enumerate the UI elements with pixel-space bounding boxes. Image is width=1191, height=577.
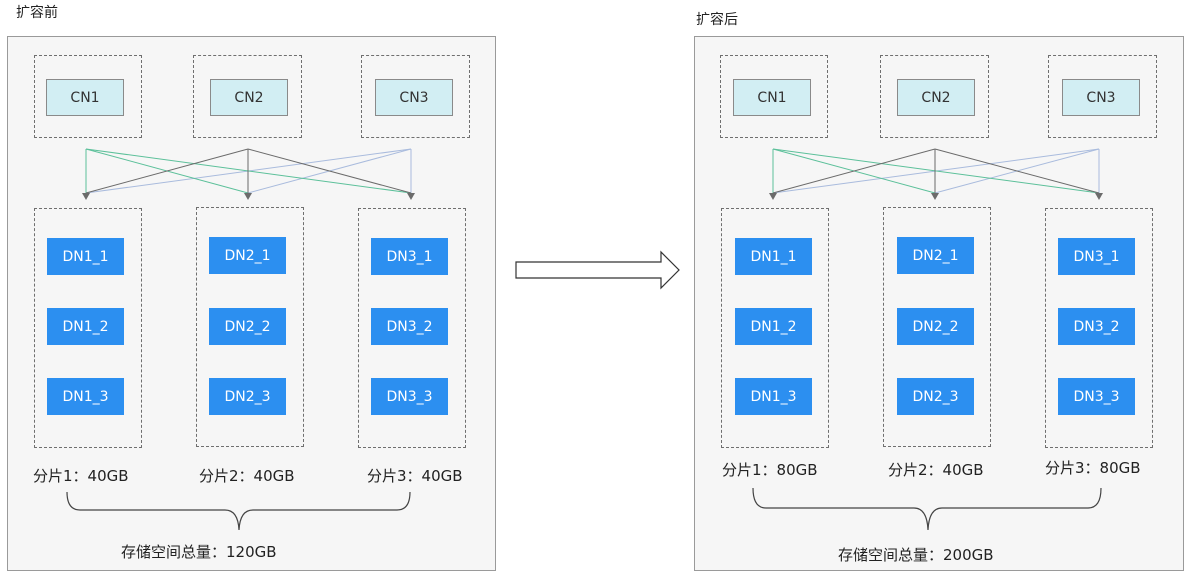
before-dn3-1: DN3_1 [371, 238, 448, 275]
before-dn1-1: DN1_1 [47, 238, 124, 275]
after-shard-2: 分片2：40GB [888, 461, 984, 479]
before-dn3-2: DN3_2 [371, 308, 448, 345]
before-dn2-1: DN2_1 [209, 237, 286, 274]
after-dn3-3: DN3_3 [1058, 378, 1135, 415]
before-brace [66, 491, 411, 531]
after-cn1: CN1 [733, 79, 811, 116]
after-total: 存储空间总量：200GB [838, 546, 994, 564]
after-dn3-1: DN3_1 [1058, 238, 1135, 275]
before-cn2: CN2 [210, 79, 288, 116]
before-dn2-3: DN2_3 [209, 378, 286, 415]
after-cn2-line-1 [772, 148, 936, 194]
before-cn1: CN1 [46, 79, 124, 116]
before-title: 扩容前 [16, 5, 58, 21]
after-shard-3: 分片3：80GB [1045, 459, 1141, 477]
before-dn1-3: DN1_3 [47, 378, 124, 415]
after-dn2-3: DN2_3 [897, 378, 974, 415]
after-dn-group-1 [721, 208, 829, 448]
before-arrowhead-2 [244, 193, 252, 200]
after-dn1-3: DN1_3 [735, 378, 812, 415]
after-cn2-line-3 [934, 148, 1100, 194]
after-dn2-2: DN2_2 [897, 308, 974, 345]
before-shard-2: 分片2：40GB [199, 467, 295, 485]
before-arrowhead-3 [407, 193, 415, 200]
after-arrowhead-2 [931, 193, 939, 200]
before-dn-group-1 [34, 208, 142, 448]
after-cn1-box [720, 55, 828, 138]
before-arrowhead-1 [82, 193, 90, 200]
after-panel [694, 36, 1184, 571]
after-cn3: CN3 [1062, 79, 1140, 116]
after-shard-1: 分片1：80GB [722, 461, 818, 479]
before-cn2-line-1 [85, 148, 249, 194]
before-dn-group-3 [358, 208, 466, 448]
before-cn3: CN3 [375, 79, 453, 116]
before-shard-3: 分片3：40GB [367, 467, 463, 485]
after-dn-group-3 [1045, 208, 1153, 448]
after-brace [752, 487, 1102, 531]
after-cn2-box [880, 55, 989, 138]
after-dn1-1: DN1_1 [735, 238, 812, 275]
before-shard-1: 分片1：40GB [33, 467, 129, 485]
after-arrowhead-1 [769, 193, 777, 200]
before-panel [7, 36, 496, 571]
before-dn-group-2 [196, 207, 304, 447]
after-connectors [769, 148, 1103, 200]
after-dn-group-2 [883, 207, 991, 447]
after-arrowhead-3 [1095, 193, 1103, 200]
before-cn2-line-3 [247, 148, 412, 194]
transition-arrow-icon [515, 250, 680, 290]
before-cn3-box [361, 55, 470, 138]
after-dn3-2: DN3_2 [1058, 308, 1135, 345]
before-dn2-2: DN2_2 [209, 308, 286, 345]
before-cn1-box [34, 55, 142, 138]
before-cn2-box [193, 55, 302, 138]
before-dn1-2: DN1_2 [47, 308, 124, 345]
after-dn1-2: DN1_2 [735, 308, 812, 345]
after-title: 扩容后 [696, 12, 738, 28]
before-dn3-3: DN3_3 [371, 378, 448, 415]
before-connectors [82, 148, 415, 200]
after-cn1-line-3 [772, 148, 1100, 194]
before-total: 存储空间总量：120GB [121, 543, 277, 561]
after-cn2: CN2 [897, 79, 975, 116]
after-dn2-1: DN2_1 [897, 237, 974, 274]
after-cn3-box [1048, 55, 1157, 138]
